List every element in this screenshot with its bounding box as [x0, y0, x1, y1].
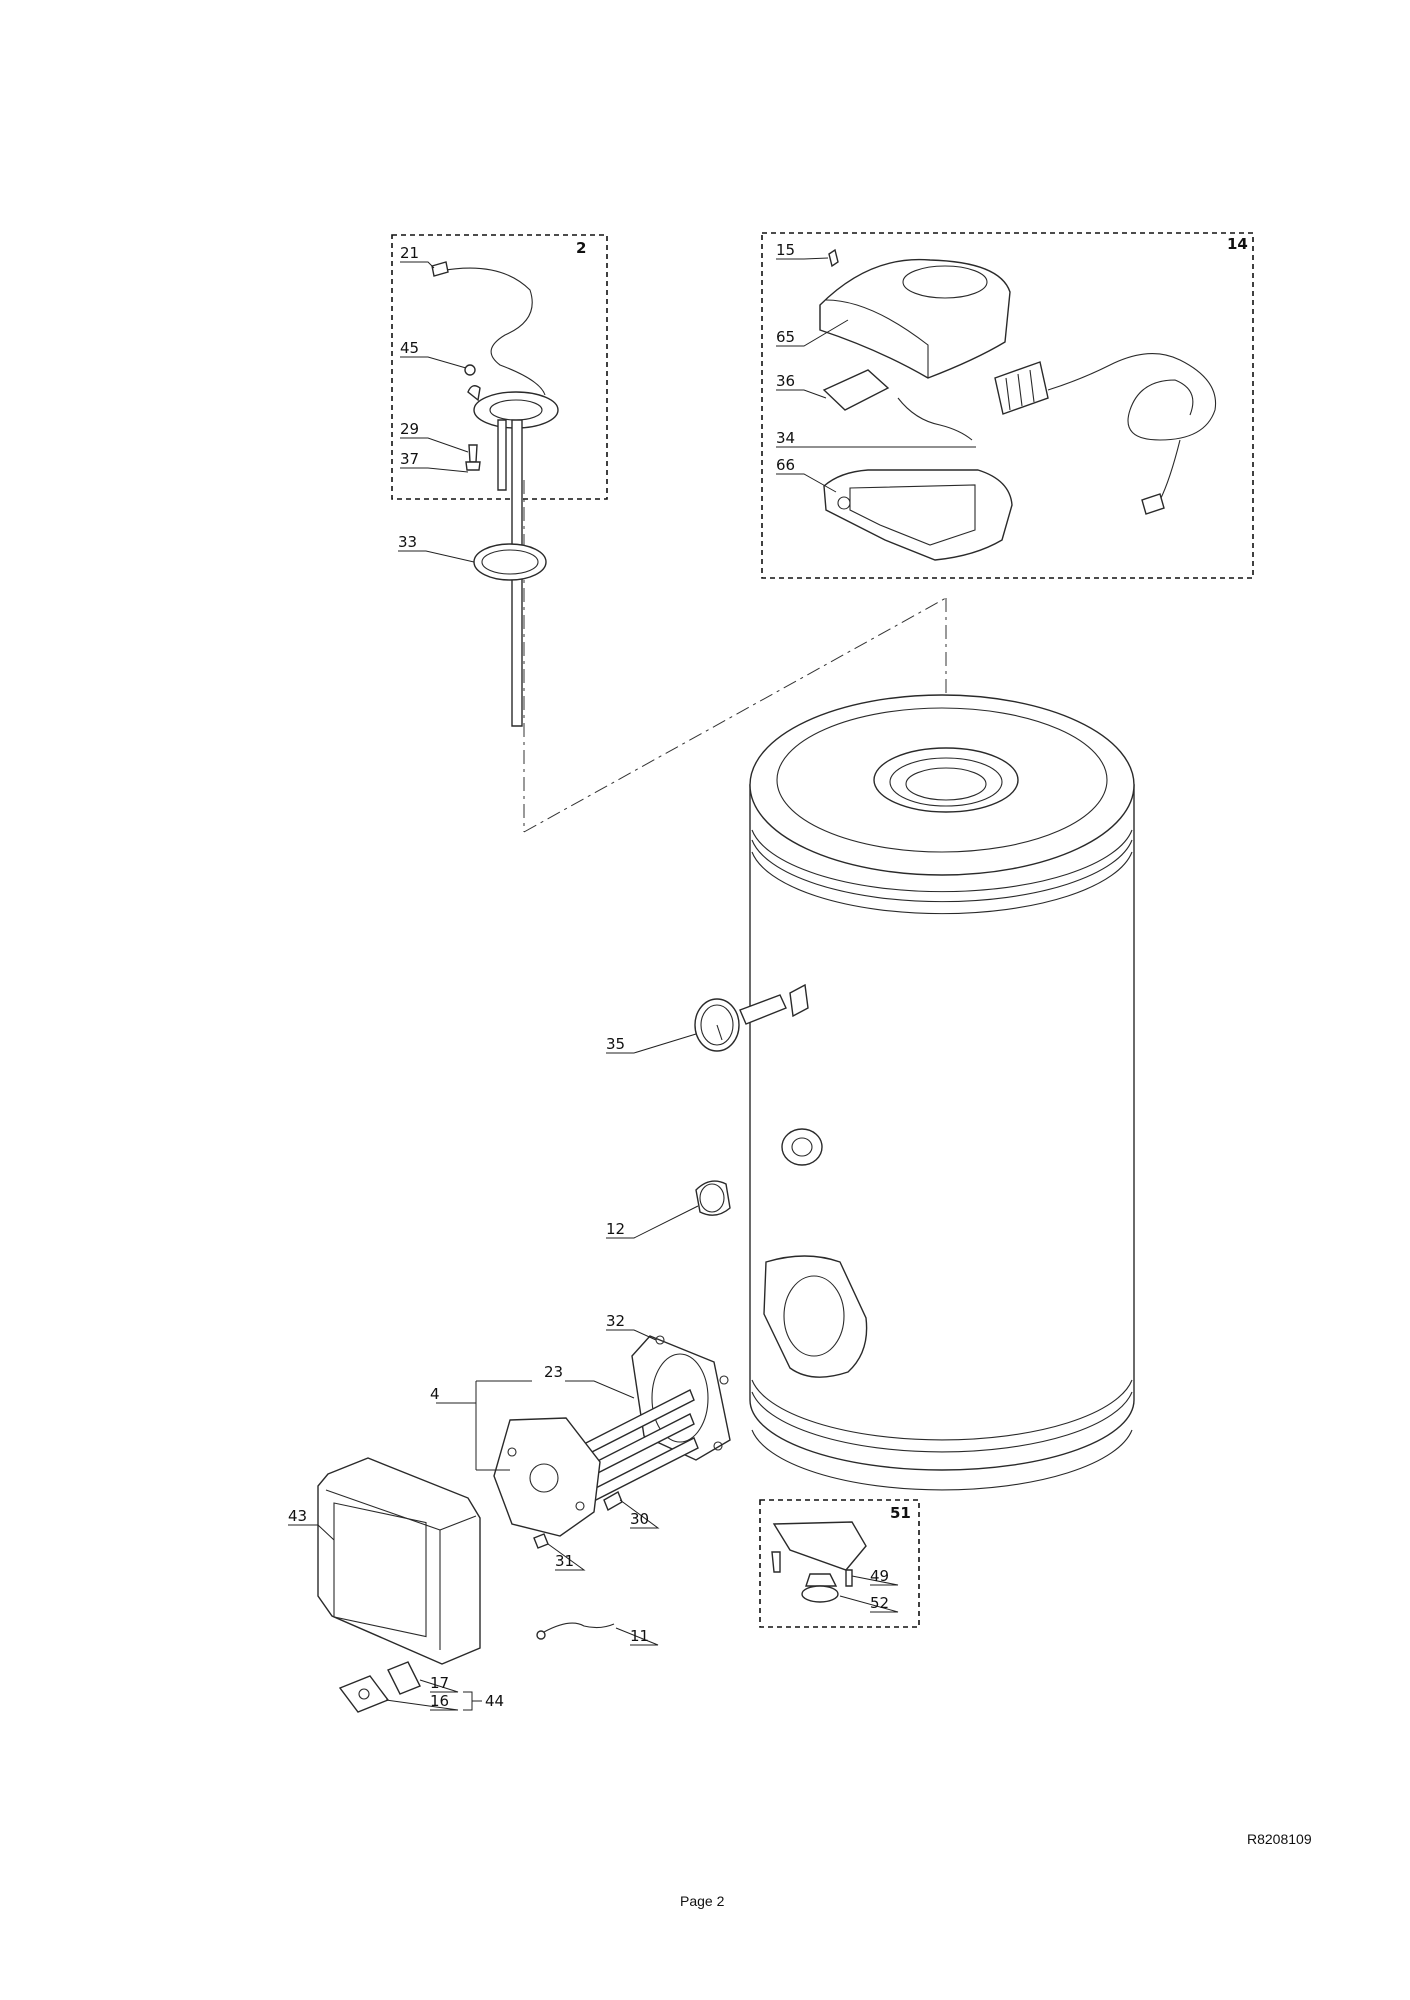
- foot-bracket-51: [771, 1521, 867, 1603]
- sensor-cable-21: [439, 267, 546, 396]
- label-34: 34: [776, 429, 795, 447]
- group-box-14: [761, 232, 1254, 579]
- label-49: 49: [870, 1567, 889, 1585]
- label-52: 52: [870, 1594, 889, 1612]
- terminal-block: [994, 361, 1049, 415]
- part-number-labels: 21 45 29 37 33 15 65 36 34 66 35 12 32 2…: [288, 241, 889, 1710]
- leader-lines: [288, 257, 976, 1711]
- plug-12: [695, 1180, 731, 1216]
- group-label-51: 51: [890, 1504, 911, 1522]
- page-number: Page 2: [680, 1893, 725, 1909]
- water-heater-tank: [749, 694, 1135, 1491]
- label-65: 65: [776, 328, 795, 346]
- label-66: 66: [776, 456, 795, 474]
- flange-ring-45: [467, 385, 559, 429]
- earth-wire-terminal: [536, 1630, 546, 1640]
- label-16: 16: [430, 1692, 449, 1710]
- heating-tubes-23: [579, 1389, 699, 1505]
- control-cover-65: [819, 258, 1011, 379]
- label-31: 31: [555, 1552, 574, 1570]
- label-37: 37: [400, 450, 419, 468]
- sensor-plug: [431, 261, 449, 277]
- label-33: 33: [398, 533, 417, 551]
- screw-15: [828, 248, 839, 268]
- label-36: 36: [776, 372, 795, 390]
- cable-clamp-16-17: [338, 1661, 421, 1713]
- element-cover-43: [317, 1457, 481, 1665]
- nut-45: [464, 364, 476, 376]
- group-box-2: [391, 234, 608, 500]
- power-cable: [1047, 353, 1217, 511]
- mains-plug: [1141, 493, 1165, 515]
- wire-34: [897, 397, 973, 441]
- earth-wire-11: [543, 1622, 615, 1633]
- label-21: 21: [400, 244, 419, 262]
- label-45: 45: [400, 339, 419, 357]
- o-ring-33: [473, 543, 547, 581]
- label-43: 43: [288, 1507, 307, 1525]
- control-base-66: [823, 469, 1013, 561]
- label-30: 30: [630, 1510, 649, 1528]
- group-box-51: [759, 1499, 920, 1628]
- label-44: 44: [485, 1692, 504, 1710]
- mounting-plate-36: [822, 369, 890, 411]
- nut-31: [533, 1533, 549, 1549]
- drawing-reference: R8208109: [1247, 1831, 1312, 1847]
- group-label-2: 2: [576, 239, 586, 257]
- thermometer-35: [694, 994, 787, 1052]
- label-4: 4: [430, 1385, 440, 1403]
- label-15: 15: [776, 241, 795, 259]
- label-17: 17: [430, 1674, 449, 1692]
- element-flange-4: [493, 1417, 601, 1537]
- label-32: 32: [606, 1312, 625, 1330]
- label-29: 29: [400, 420, 419, 438]
- label-35: 35: [606, 1035, 625, 1053]
- group-label-14: 14: [1227, 235, 1248, 253]
- label-11: 11: [630, 1627, 649, 1645]
- screw-29-37: [465, 444, 481, 471]
- label-23: 23: [544, 1363, 563, 1381]
- label-12: 12: [606, 1220, 625, 1238]
